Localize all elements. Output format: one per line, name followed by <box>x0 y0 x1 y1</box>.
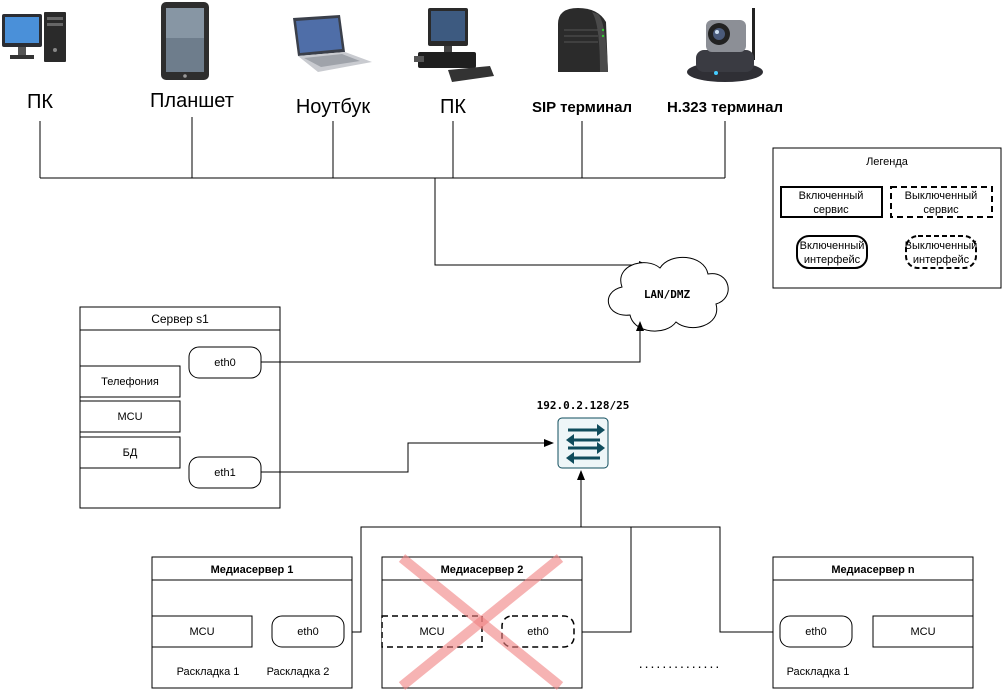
service-mcu[interactable] <box>79 400 181 433</box>
service-db-label: БД <box>123 447 138 459</box>
mediaserver-n-title: Медиасервер n <box>831 564 915 576</box>
legend-service-off-line1: Выключенный <box>905 190 978 202</box>
lan-dmz-label: LAN/DMZ <box>644 288 691 301</box>
mediaserver-2-title: Медиасервер 2 <box>441 564 524 576</box>
mediaserver-1-eth0-label: eth0 <box>297 626 318 638</box>
legend-interface-on-line1: Включенный <box>800 240 865 252</box>
more-mediaservers-ellipsis: .............. <box>639 655 721 671</box>
device-label: Ноутбук <box>296 96 371 118</box>
disabled-cross-mark <box>398 554 564 690</box>
subnet-label: 192.0.2.128/25 <box>537 399 630 412</box>
mediaserver-1-layout-2: Раскладка 2 <box>267 666 330 678</box>
device-label: ПК <box>440 96 466 118</box>
mediaserver-2-eth0-interface[interactable] <box>501 615 575 648</box>
mediaserver-2-mcu-label: MCU <box>419 626 444 638</box>
device-label: SIP терминал <box>532 99 632 116</box>
legend-service-off <box>890 186 993 218</box>
service-mcu-label: MCU <box>117 411 142 423</box>
legend-interface-on-line2: интерфейс <box>804 254 861 266</box>
mediaserver-1-title: Медиасервер 1 <box>211 564 294 576</box>
desktop-pc-icon <box>2 12 66 62</box>
legend-service-on-line1: Включенный <box>799 190 864 202</box>
service-telephony-label: Телефония <box>101 376 159 388</box>
mediaserver-1-eth0-interface[interactable] <box>271 615 345 648</box>
service-db[interactable] <box>79 436 181 469</box>
device-label: ПК <box>27 91 53 113</box>
mediaserver-n-eth0-interface[interactable] <box>779 615 853 648</box>
device-bus <box>39 117 726 269</box>
mediaserver-n-layout-1: Раскладка 1 <box>787 666 850 678</box>
mediaserver-n-eth0-label: eth0 <box>805 626 826 638</box>
legend-interface-off <box>905 235 977 269</box>
mediaserver-1-mcu-label: MCU <box>189 626 214 638</box>
service-telephony[interactable] <box>79 365 181 398</box>
legend-interface-off-line1: Выключенный <box>905 240 978 252</box>
legend-title: Легенда <box>866 156 909 168</box>
device-label: H.323 терминал <box>667 99 783 116</box>
server-links <box>261 321 644 473</box>
mediaserver-1-mcu-service[interactable] <box>151 615 253 648</box>
server-title: Сервер s1 <box>151 312 209 326</box>
sip-terminal-icon <box>558 8 608 72</box>
mediaserver-n-mcu-service[interactable] <box>872 615 974 648</box>
cloud-icon <box>607 256 729 332</box>
network-switch-icon <box>557 417 609 469</box>
ip-camera-icon <box>687 8 763 82</box>
server-eth0-label: eth0 <box>214 357 235 369</box>
legend-service-off-line2: сервис <box>923 204 959 216</box>
desktop-pc-icon <box>414 8 494 82</box>
legend-interface-on <box>796 235 868 269</box>
legend-service-on <box>780 186 883 218</box>
device-label: Планшет <box>150 90 234 112</box>
legend-service-on-line2: сервис <box>813 204 849 216</box>
server-eth1-label: eth1 <box>214 467 235 479</box>
mediaserver-1-layout-1: Раскладка 1 <box>177 666 240 678</box>
legend-interface-off-line2: интерфейс <box>913 254 970 266</box>
laptop-icon <box>293 15 372 72</box>
legend: Легенда Включенный сервис Выключенный се… <box>772 147 1002 289</box>
mediaserver-n-mcu-label: MCU <box>910 626 935 638</box>
tablet-icon <box>161 2 209 80</box>
mediaserver-2-eth0-label: eth0 <box>527 626 548 638</box>
